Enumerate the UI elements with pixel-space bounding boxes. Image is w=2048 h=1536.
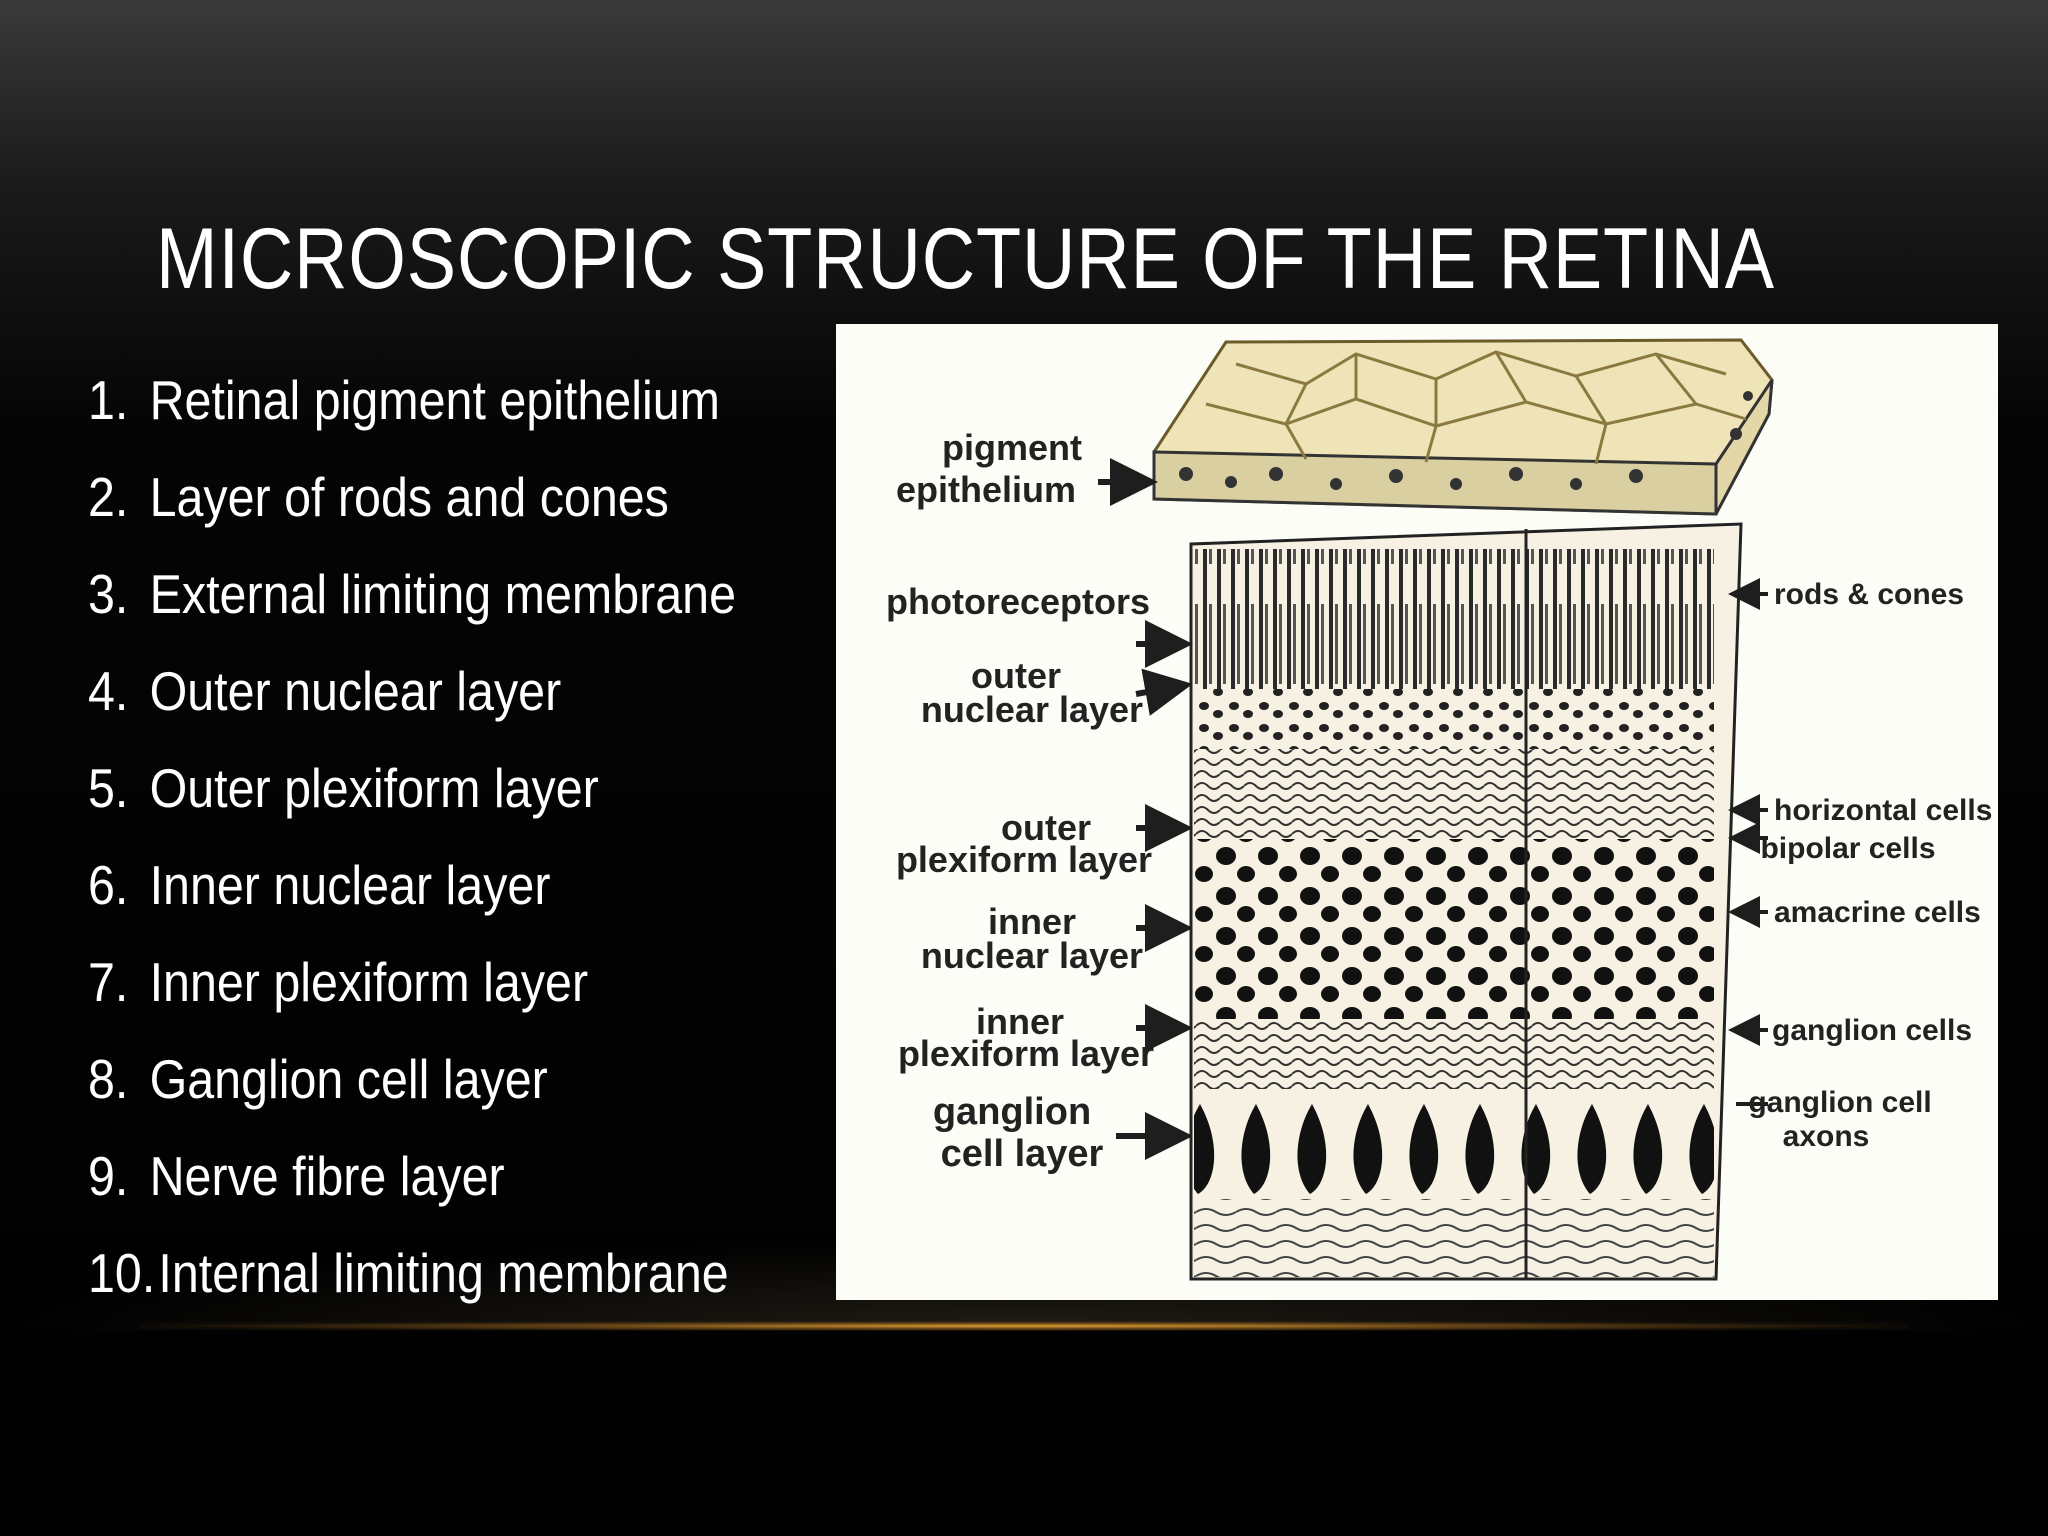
list-item: 7. Inner plexiform layer bbox=[88, 950, 736, 1047]
label-horizontal-cells: horizontal cells bbox=[1774, 794, 1992, 827]
list-item: 6. Inner nuclear layer bbox=[88, 853, 736, 950]
retina-diagram-figure: pigment epithelium photoreceptors outer … bbox=[836, 324, 1998, 1300]
list-item: 10.Internal limiting membrane bbox=[88, 1241, 736, 1338]
label-inl-2: nuclear layer bbox=[921, 935, 1143, 976]
list-label: Inner nuclear layer bbox=[149, 854, 551, 916]
list-number: 5. bbox=[88, 757, 129, 819]
retina-diagram: pigment epithelium photoreceptors outer … bbox=[886, 338, 1992, 1281]
right-labels: rods & cones horizontal cells bipolar ce… bbox=[1728, 578, 1992, 1153]
label-bipolar-cells: bipolar cells bbox=[1760, 832, 1935, 865]
label-ganglion-cell-axons-2: axons bbox=[1783, 1120, 1870, 1153]
list-item: 2. Layer of rods and cones bbox=[88, 465, 736, 562]
retina-layer-list: 1. Retinal pigment epithelium 2. Layer of … bbox=[88, 368, 824, 1338]
list-label: External limiting membrane bbox=[149, 563, 737, 625]
list-label: Inner plexiform layer bbox=[149, 951, 589, 1013]
label-opl-2: plexiform layer bbox=[896, 839, 1152, 880]
label-onl-2: nuclear layer bbox=[921, 689, 1143, 730]
list-number: 3. bbox=[88, 563, 129, 625]
label-ipl-2: plexiform layer bbox=[898, 1033, 1154, 1074]
list-item: 9. Nerve fibre layer bbox=[88, 1144, 736, 1241]
label-opl-1: outer bbox=[1001, 807, 1091, 848]
list-item: 8. Ganglion cell layer bbox=[88, 1047, 736, 1144]
label-inl-1: inner bbox=[988, 901, 1076, 942]
list-label: Outer plexiform layer bbox=[149, 757, 599, 819]
list-number: 4. bbox=[88, 660, 129, 722]
list-number: 2. bbox=[88, 466, 129, 528]
list-label: Layer of rods and cones bbox=[149, 466, 669, 528]
list-number: 7. bbox=[88, 951, 129, 1013]
list-item: 5. Outer plexiform layer bbox=[88, 756, 736, 853]
list-number: 8. bbox=[88, 1048, 129, 1110]
label-pigment-2: epithelium bbox=[896, 469, 1076, 510]
accent-divider-line bbox=[140, 1321, 1908, 1331]
label-ganglion-cells: ganglion cells bbox=[1772, 1014, 1972, 1047]
label-amacrine-cells: amacrine cells bbox=[1774, 896, 1981, 929]
list-label: Nerve fibre layer bbox=[149, 1145, 505, 1207]
list-label: Ganglion cell layer bbox=[149, 1048, 548, 1110]
list-item: 3. External limiting membrane bbox=[88, 562, 736, 659]
pigment-epithelium-slab bbox=[1152, 338, 1774, 516]
list-number: 1. bbox=[88, 369, 129, 431]
list-item: 1. Retinal pigment epithelium bbox=[88, 368, 736, 465]
label-onl-1: outer bbox=[971, 655, 1061, 696]
list-number: 9. bbox=[88, 1145, 129, 1207]
label-pigment-1: pigment bbox=[942, 427, 1082, 468]
left-labels: pigment epithelium photoreceptors outer … bbox=[886, 427, 1193, 1175]
retina-block bbox=[1189, 522, 1743, 1281]
slide-title: MICROSCOPIC STRUCTURE OF THE RETINA bbox=[156, 211, 1775, 307]
label-rods-cones: rods & cones bbox=[1774, 578, 1964, 611]
list-label: Internal limiting membrane bbox=[158, 1242, 729, 1304]
list-item: 4. Outer nuclear layer bbox=[88, 659, 736, 756]
label-photoreceptors: photoreceptors bbox=[886, 581, 1150, 622]
list-number: 6. bbox=[88, 854, 129, 916]
list-number: 10. bbox=[88, 1242, 156, 1304]
label-gcl-1: ganglion bbox=[933, 1091, 1091, 1133]
label-ganglion-cell-axons-1: ganglion cell bbox=[1748, 1086, 1931, 1119]
label-ipl-1: inner bbox=[976, 1001, 1064, 1042]
label-gcl-2: cell layer bbox=[941, 1133, 1104, 1175]
list-label: Outer nuclear layer bbox=[149, 660, 562, 722]
list-label: Retinal pigment epithelium bbox=[149, 369, 720, 431]
